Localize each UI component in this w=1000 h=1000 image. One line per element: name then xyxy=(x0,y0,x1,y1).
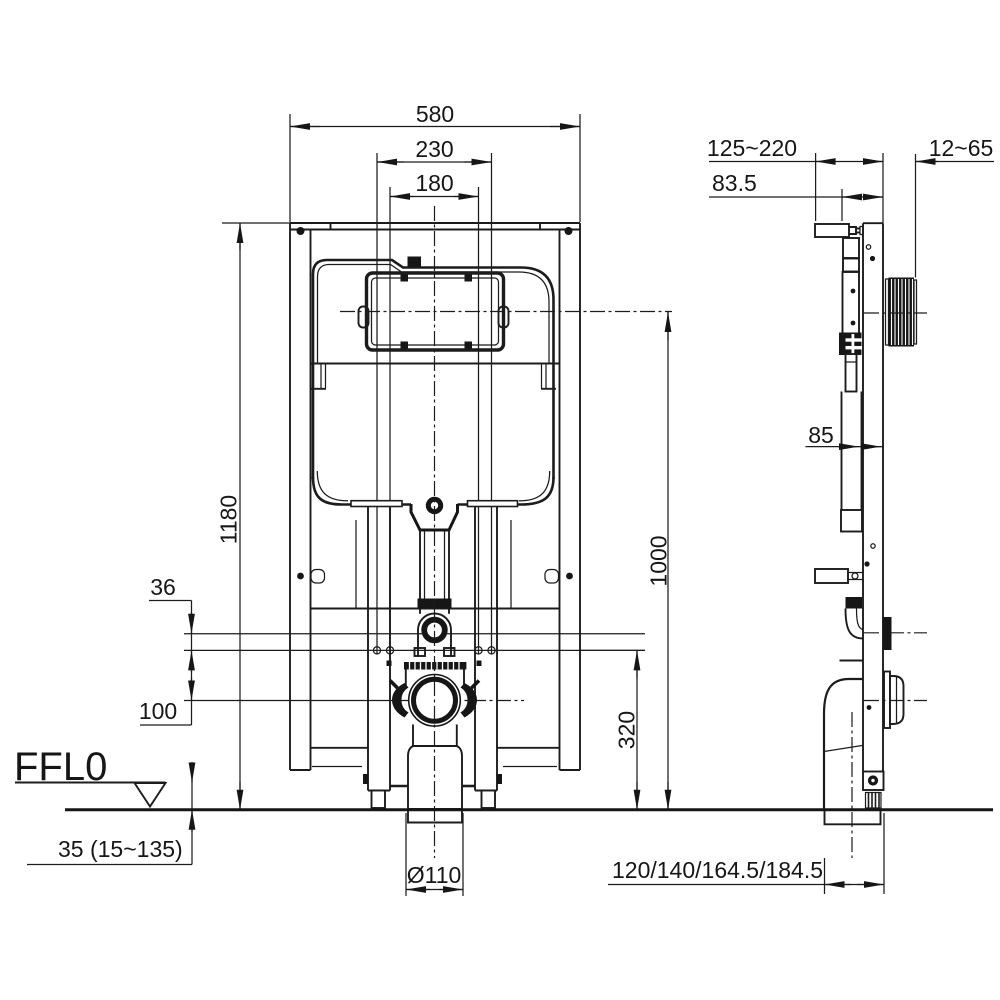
svg-text:83.5: 83.5 xyxy=(712,170,757,196)
svg-text:1180: 1180 xyxy=(216,495,242,544)
svg-text:100: 100 xyxy=(139,698,177,724)
svg-text:320: 320 xyxy=(614,711,640,749)
svg-text:230: 230 xyxy=(415,136,453,162)
svg-text:85: 85 xyxy=(808,422,834,448)
svg-text:125~220: 125~220 xyxy=(707,135,797,161)
svg-text:12~65: 12~65 xyxy=(929,135,994,161)
svg-text:36: 36 xyxy=(150,574,176,600)
svg-text:120/140/164.5/184.5: 120/140/164.5/184.5 xyxy=(612,857,823,883)
svg-text:180: 180 xyxy=(415,170,453,196)
svg-text:1000: 1000 xyxy=(646,535,672,586)
svg-text:Ø110: Ø110 xyxy=(407,862,462,888)
svg-text:35 (15~135): 35 (15~135) xyxy=(58,836,183,862)
svg-text:580: 580 xyxy=(416,101,454,127)
